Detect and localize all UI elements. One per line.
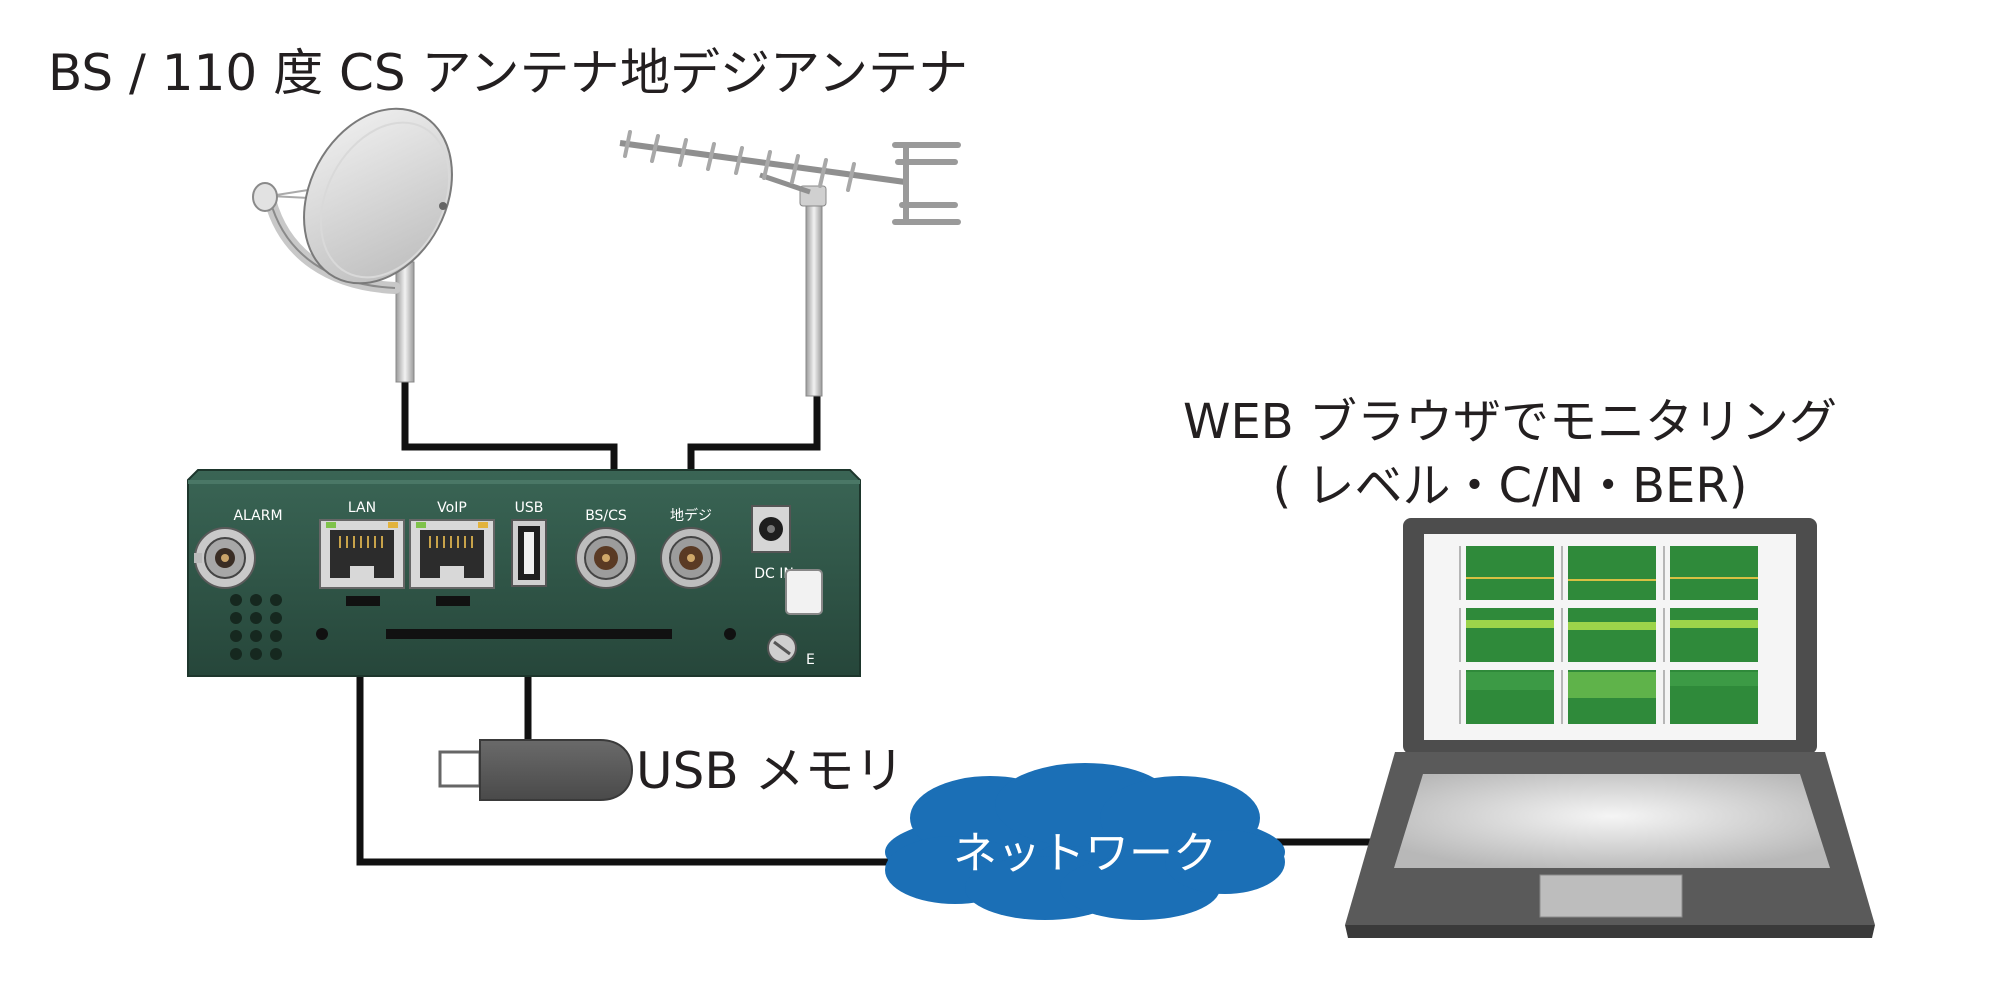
chart-panel [1466,608,1554,662]
dc-in-jack[interactable] [751,505,791,553]
usb-memory-label: USB メモリ [636,742,905,800]
usb-port-label: USB [515,500,544,516]
terrestrial-port-label: 地デジ [670,507,712,524]
usb-memory-stick-icon [438,739,634,801]
power-connector-clip [785,569,823,615]
chart-panel [1568,608,1656,662]
voip-indicator-slot [436,596,470,606]
dc-in-label: DC IN [754,566,794,582]
monitoring-receiver-device: ALARM LAN [187,469,861,677]
ground-screw-icon [767,633,797,663]
usb-port[interactable] [511,519,547,587]
front-screw-left [316,628,328,640]
network-cloud-icon [885,763,1285,920]
alarm-bnc-connector[interactable] [194,527,256,589]
lan-indicator-slot [346,596,380,606]
laptop-trackpad [1539,874,1683,918]
chart-panel [1568,670,1656,724]
lan-cable [356,600,890,866]
lan-port-label: LAN [348,500,376,516]
terrestrial-antenna-label: 地デジアンテナ [620,44,968,102]
monitoring-chart-grid [1459,546,1758,724]
voip-port-label: VoIP [437,500,467,516]
voip-port[interactable] [409,519,495,589]
terrestrial-yagi-antenna-icon [619,130,961,397]
terrestrial-f-connector[interactable] [660,527,722,589]
chart-panel [1568,546,1656,600]
laptop-keyboard [1394,774,1830,868]
chart-panel [1670,546,1758,600]
web-monitoring-label: WEB ブラウザでモニタリング [1183,394,1837,450]
bs-cs-dish-antenna-icon [252,107,453,383]
monitoring-metrics-label: ( レベル・C/N・BER) [1272,458,1748,514]
lan-port[interactable] [319,519,405,589]
bs-cs-f-connector[interactable] [575,527,637,589]
alarm-port-label: ALARM [233,508,282,524]
chart-panel [1670,608,1758,662]
ground-label: E [806,652,815,668]
chart-panel [1466,546,1554,600]
network-label: ネットワーク [953,828,1217,879]
bs-cs-port-label: BS/CS [585,508,627,524]
bs-cs-antenna-label: BS / 110 度 CS アンテナ [48,44,620,102]
vent-holes [230,594,282,660]
chart-panel [1670,670,1758,724]
card-slot [386,629,672,639]
chart-panel [1466,670,1554,724]
front-screw-right [724,628,736,640]
